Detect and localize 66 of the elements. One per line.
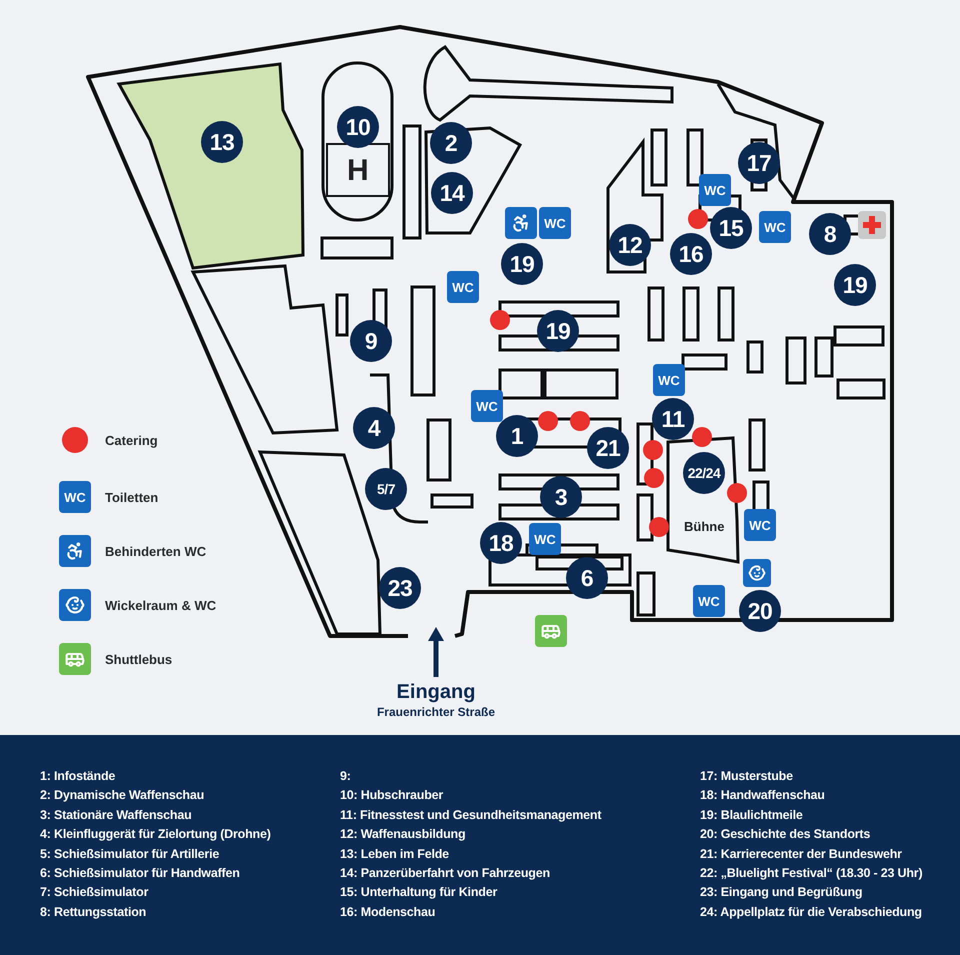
- key-entry: 11: Fitnesstest und Gesundheitsmanagement: [340, 806, 602, 824]
- toilet-sign: WC: [539, 207, 571, 239]
- location-marker: 19: [834, 264, 876, 306]
- entrance-label: Eingang: [396, 680, 476, 704]
- key-entry: 18: Handwaffenschau: [700, 787, 826, 804]
- location-marker: 23: [379, 567, 421, 609]
- key-entry: 9:: [340, 768, 352, 785]
- key-entry: 19: Blaulichtmeile: [700, 806, 804, 824]
- key-entry: 13: Leben im Felde: [340, 846, 450, 863]
- toilet-sign: WC: [447, 271, 479, 303]
- key-entry: 17: Musterstube: [700, 768, 794, 785]
- street-name: Frauenrichter Straße: [376, 704, 496, 720]
- key-entry: 4: Kleinfluggerät für Zielortung (Drohne): [40, 826, 272, 844]
- location-marker: 6: [566, 557, 608, 599]
- location-marker: 11: [652, 398, 694, 440]
- location-marker: 15: [710, 207, 752, 249]
- location-marker: 10: [337, 106, 379, 148]
- toilet-sign: WC: [759, 211, 791, 243]
- key-entry: 3: Stationäre Waffenschau: [40, 806, 193, 824]
- legend-label: Shuttlebus: [105, 652, 172, 666]
- location-marker: 19: [501, 243, 543, 285]
- toilet-sign: WC: [744, 509, 776, 541]
- key-entry: 12: Waffenausbildung: [340, 826, 466, 844]
- location-marker: 21: [587, 427, 629, 469]
- key-entry: 20: Geschichte des Standorts: [700, 826, 872, 844]
- key-entry: 2: Dynamische Waffenschau: [40, 787, 206, 804]
- location-marker: 18: [480, 522, 522, 564]
- location-marker: 1: [496, 415, 538, 457]
- toilet-sign: WC: [471, 390, 503, 422]
- key-entry: 10: Hubschrauber: [340, 787, 444, 804]
- key-entry: 22: „Bluelight Festival“ (18.30 - 23 Uhr): [700, 865, 924, 882]
- key-entry: 5: Schießsimulator für Artillerie: [40, 846, 220, 863]
- location-marker: 16: [670, 233, 712, 275]
- location-marker: 14: [431, 172, 473, 214]
- location-marker: 12: [609, 224, 651, 266]
- location-marker: 22/24: [683, 452, 725, 494]
- key-entry: 7: Schießsimulator: [40, 884, 150, 902]
- key-entry: 21: Karrierecenter der Bundeswehr: [700, 846, 903, 863]
- location-marker: 4: [353, 407, 395, 449]
- helipad-letter: H: [347, 156, 369, 186]
- key-entry: 1: Infostände: [40, 768, 116, 785]
- toilet-sign: WC: [693, 585, 725, 617]
- key-entry: 6: Schießsimulator für Handwaffen: [40, 865, 241, 882]
- location-marker: 5/7: [365, 468, 407, 510]
- key-entry: 24: Appellplatz für die Verabschiedung: [700, 904, 923, 921]
- legend-label: Behinderten WC: [105, 544, 206, 558]
- legend-label: Toiletten: [105, 490, 158, 504]
- location-marker: 3: [540, 476, 582, 518]
- location-marker: 8: [809, 213, 851, 255]
- location-marker: 9: [350, 320, 392, 362]
- location-marker: 17: [738, 142, 780, 184]
- key-entry: 16: Modenschau: [340, 904, 436, 921]
- legend-label: Wickelraum & WC: [105, 598, 216, 612]
- location-marker: 2: [430, 122, 472, 164]
- legend-label: Catering: [105, 432, 158, 448]
- key-entry: 8: Rettungsstation: [40, 904, 148, 921]
- key-entry: 14: Panzerüberfahrt von Fahrzeugen: [340, 865, 551, 882]
- toilet-sign: WC: [653, 364, 685, 396]
- location-marker: 20: [739, 590, 781, 632]
- toilet-sign: WC: [529, 523, 561, 555]
- toilet-sign: WC: [59, 481, 91, 513]
- toilet-sign: WC: [699, 174, 731, 206]
- key-entry: 15: Unterhaltung für Kinder: [340, 884, 498, 902]
- location-marker: 19: [537, 310, 579, 352]
- stage-label: Bühne: [684, 520, 724, 533]
- key-entry: 23: Eingang und Begrüßung: [700, 884, 864, 902]
